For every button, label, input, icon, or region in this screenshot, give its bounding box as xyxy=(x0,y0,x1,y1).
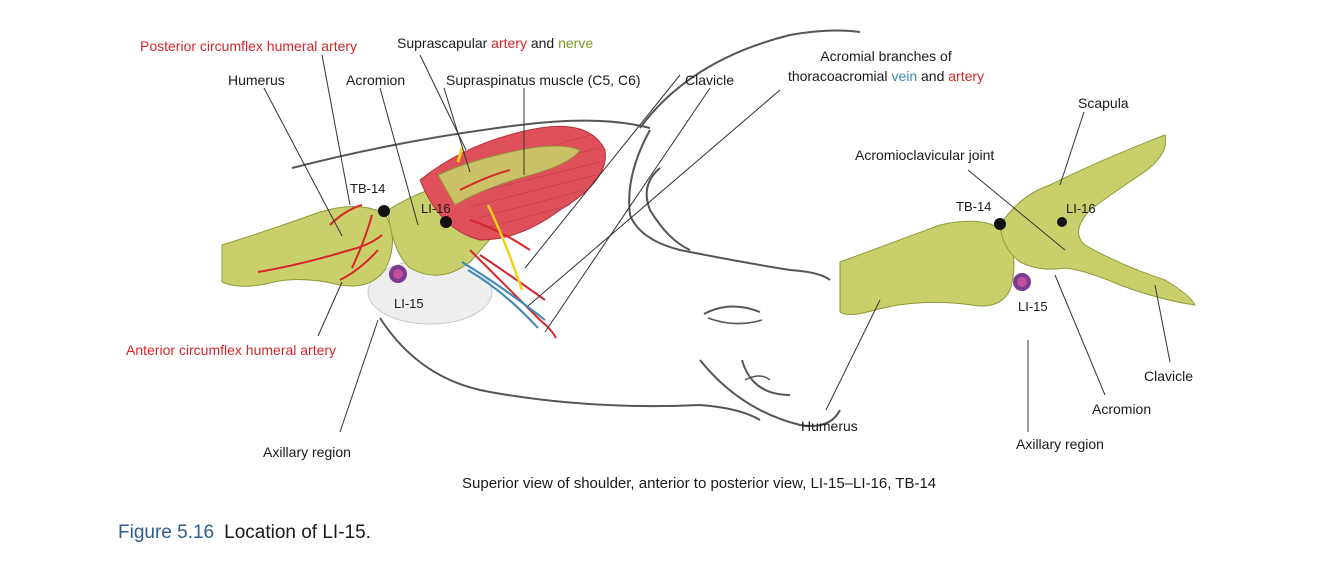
label-suprascapular-prefix: Suprascapular xyxy=(397,35,491,51)
humerus-bone-right xyxy=(840,221,1014,314)
figure-caption: Figure 5.16 Location of LI-15. xyxy=(118,522,371,543)
label-acromion-left: Acromion xyxy=(346,72,405,88)
label-li16-right: LI-16 xyxy=(1066,201,1096,216)
li16-point-left xyxy=(440,216,452,228)
label-suprascapular-artery: artery xyxy=(491,35,527,51)
label-acromial-and: and xyxy=(917,68,948,84)
li15-point-right-core xyxy=(1017,277,1027,287)
label-suprascapular-nerve: nerve xyxy=(558,35,593,51)
label-clavicle-left: Clavicle xyxy=(685,72,734,88)
label-acromial-artery: artery xyxy=(948,68,984,84)
tb14-point-left xyxy=(378,205,390,217)
label-scapula: Scapula xyxy=(1078,95,1129,111)
view-caption: Superior view of shoulder, anterior to p… xyxy=(462,475,936,492)
label-acromion-right: Acromion xyxy=(1092,401,1151,417)
label-axillary-right: Axillary region xyxy=(1016,436,1104,452)
label-suprascapular: Suprascapular artery and nerve xyxy=(397,35,593,51)
label-li15-right: LI-15 xyxy=(1018,299,1048,314)
tb14-point-right xyxy=(994,218,1006,230)
head-outline xyxy=(647,168,790,395)
label-tb14-left: TB-14 xyxy=(350,181,385,196)
label-li15-left: LI-15 xyxy=(394,296,424,311)
label-acromial-line1: Acromial branches of xyxy=(820,48,952,64)
label-humerus-right: Humerus xyxy=(801,418,858,434)
label-posterior-circumflex: Posterior circumflex humeral artery xyxy=(140,38,357,54)
humerus-bone-left xyxy=(222,206,393,286)
label-suprascapular-and: and xyxy=(527,35,558,51)
label-acromial-line2: thoracoacromial vein and artery xyxy=(788,68,984,84)
label-li16-left: LI-16 xyxy=(421,201,451,216)
figure-number: Figure 5.16 xyxy=(118,522,214,543)
label-clavicle-right: Clavicle xyxy=(1144,368,1193,384)
label-tb14-right: TB-14 xyxy=(956,199,991,214)
li15-point-left-core xyxy=(393,269,403,279)
label-humerus-left: Humerus xyxy=(228,72,285,88)
label-supraspinatus: Supraspinatus muscle (C5, C6) xyxy=(446,72,641,88)
li16-point-right xyxy=(1057,217,1067,227)
figure-title: Location of LI-15. xyxy=(224,522,371,543)
label-acromial-prefix: thoracoacromial xyxy=(788,68,892,84)
label-axillary-left: Axillary region xyxy=(263,444,351,460)
label-anterior-circumflex: Anterior circumflex humeral artery xyxy=(126,342,336,358)
label-ac-joint: Acromioclavicular joint xyxy=(855,147,994,163)
label-acromial-vein: vein xyxy=(891,68,917,84)
